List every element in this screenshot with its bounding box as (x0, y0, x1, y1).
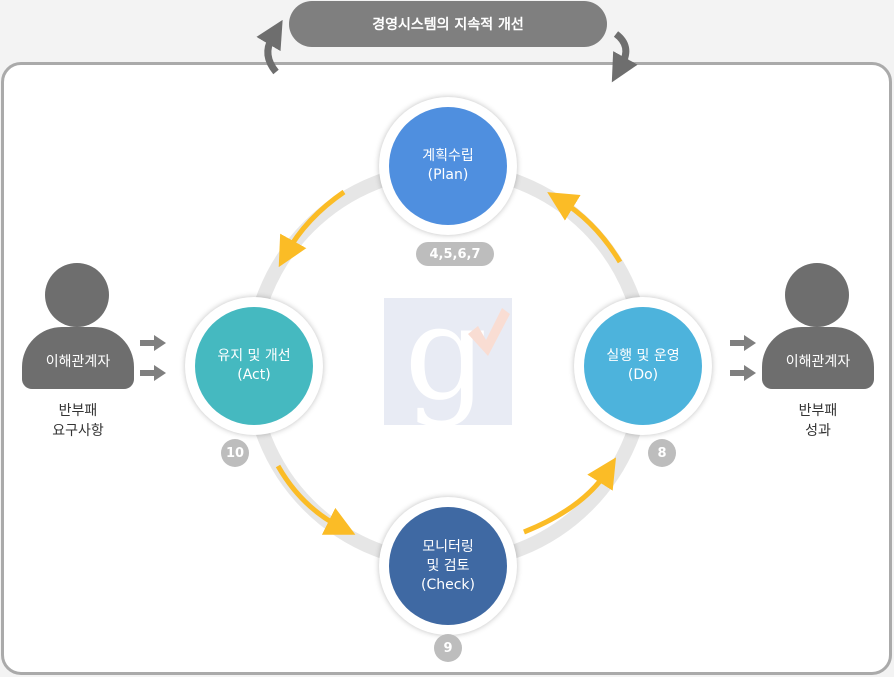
stakeholder-left-label: 이해관계자 (22, 327, 134, 389)
banner-loop-arrow-right-icon (611, 31, 638, 83)
stakeholder-right-label: 이해관계자 (762, 327, 874, 389)
do-clause-badge: 8 (648, 439, 676, 467)
input-arrows-left (140, 335, 166, 381)
cycle-arrow-act-to-check (275, 464, 356, 535)
check-sub: (Check) (421, 576, 475, 593)
output-arrows-right (730, 335, 756, 381)
act-title: 유지 및 개선 (217, 348, 291, 364)
company-logo: g (384, 298, 512, 425)
caption-line: 성과 (805, 423, 831, 439)
act-sub: (Act) (237, 367, 271, 383)
node-plan: 계획수립 (Plan) (379, 97, 517, 235)
plan-title: 계획수립 (422, 148, 474, 164)
banner-loop-arrow-left-icon (256, 19, 283, 75)
do-title: 실행 및 운영 (606, 348, 680, 364)
node-do: 실행 및 운영 (Do) (574, 297, 712, 435)
node-act: 유지 및 개선 (Act) (185, 297, 323, 435)
person-icon (785, 263, 849, 327)
person-icon (45, 263, 109, 327)
cycle-arrow-check-to-do (523, 457, 617, 535)
caption-line: 요구사항 (52, 423, 104, 439)
svg-text:g: g (404, 298, 487, 425)
check-clause-badge: 9 (434, 634, 462, 662)
cycle-arrow-do-to-plan (547, 192, 623, 264)
plan-clause-badge: 4,5,6,7 (416, 242, 494, 266)
caption-line: 반부패 (798, 403, 838, 419)
do-sub: (Do) (627, 367, 659, 383)
act-clause-badge: 10 (221, 439, 249, 467)
caption-line: 반부패 (58, 403, 98, 419)
check-title2: 및 검토 (426, 557, 470, 574)
check-title: 모니터링 (422, 538, 474, 555)
continuous-improvement-banner: 경영시스템의 지속적 개선 (289, 1, 607, 47)
cycle-arrow-plan-to-act (278, 189, 346, 268)
plan-sub: (Plan) (427, 167, 469, 183)
